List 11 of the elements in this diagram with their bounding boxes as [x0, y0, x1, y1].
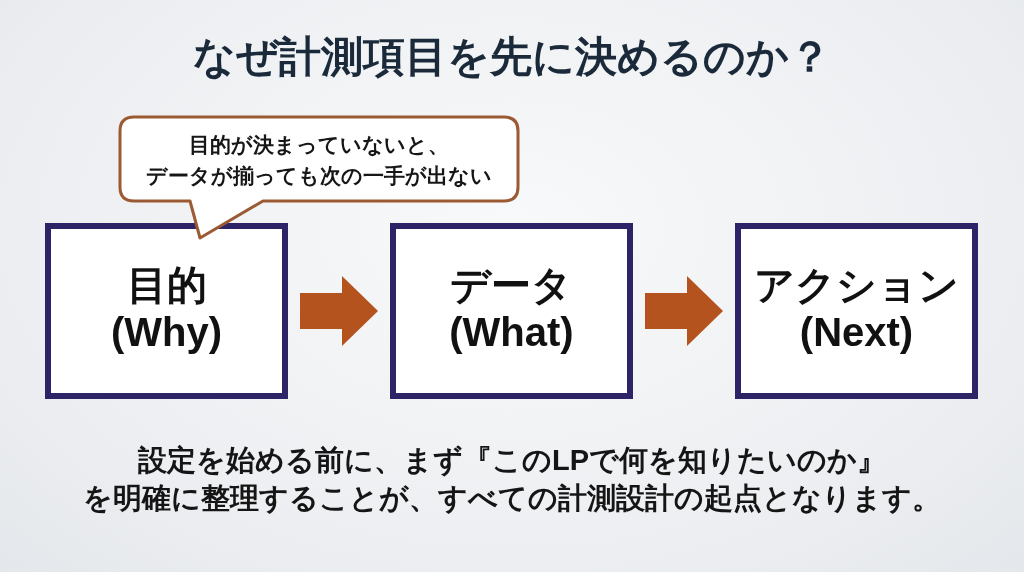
- step-label: 目的 (Why): [110, 262, 223, 356]
- process-box: [390, 223, 633, 399]
- step-label: データ (What): [449, 262, 574, 356]
- title: なぜ計測項目を先に決めるのか？: [193, 33, 831, 80]
- process-box: [735, 223, 978, 399]
- arrow: [300, 276, 378, 346]
- process-box: [45, 223, 288, 399]
- summary-text: 設定を始める前に、まず『このLPで何を知りたいのか』を明確に整理することが、すべての計測設計の起点となります。: [82, 443, 942, 516]
- callout-text: 目的が決まっていないと、データが揃っても次の一手が出ない: [145, 132, 493, 190]
- step-label: アクション (Next): [754, 262, 959, 356]
- arrow: [645, 276, 723, 346]
